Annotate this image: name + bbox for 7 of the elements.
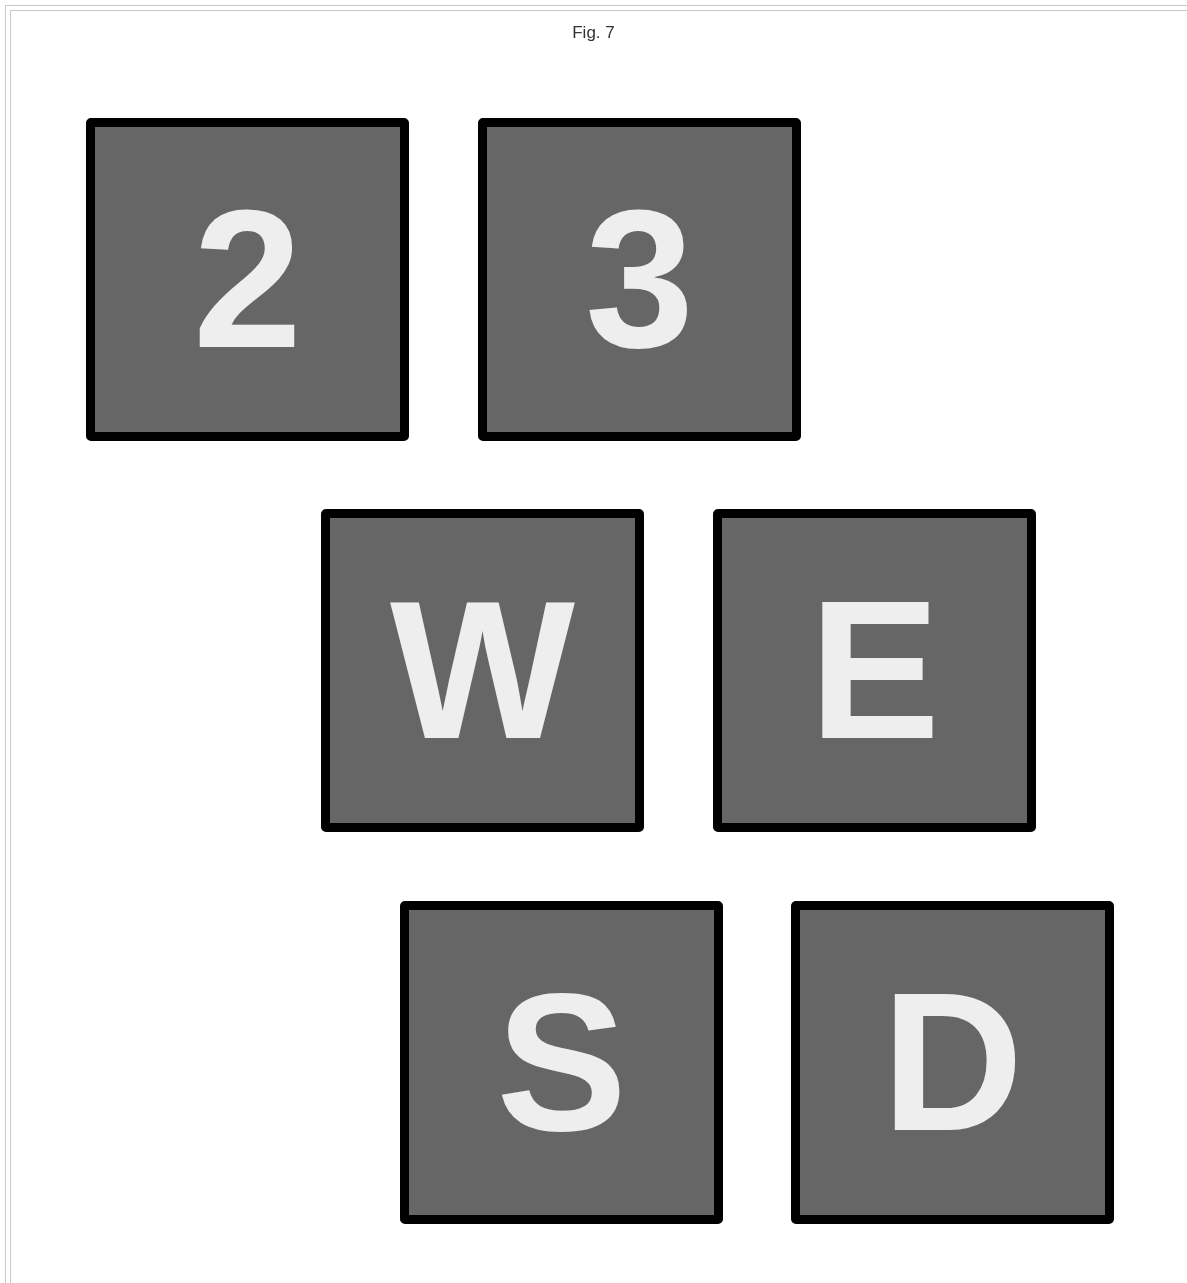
figure-title: Fig. 7	[572, 22, 615, 44]
key-cap: E	[713, 509, 1036, 832]
key-cap: 3	[478, 118, 801, 441]
key-cap: W	[321, 509, 644, 832]
key-cap: 2	[86, 118, 409, 441]
key-cap: D	[791, 901, 1114, 1224]
key-cap: S	[400, 901, 723, 1224]
